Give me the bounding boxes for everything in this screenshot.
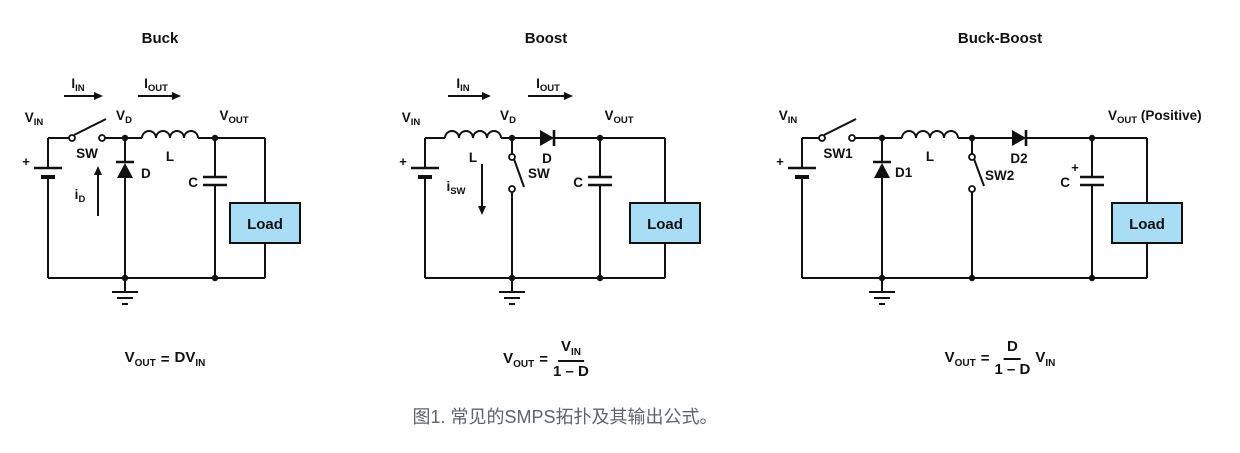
boost-circuit-diagram: + Load <box>399 76 701 305</box>
capacitor-plus-label: + <box>1071 160 1079 175</box>
boost-formula: VOUT = VIN 1 – D <box>503 338 589 381</box>
buckboost-formula-lhs: VOUT <box>944 348 976 369</box>
boost-formula-lhs: VOUT <box>503 349 535 370</box>
label-d1: D1 <box>895 165 913 180</box>
ground-symbol <box>499 278 525 305</box>
label-isw: iSW <box>446 179 465 197</box>
label-iin: IIN <box>71 76 84 94</box>
label-c: C <box>573 175 583 190</box>
junction-dots <box>878 134 1096 282</box>
junction-dots <box>121 134 219 282</box>
label-c: C <box>1060 175 1070 190</box>
current-arrow-iout <box>138 92 181 100</box>
buckboost-title: Buck-Boost <box>957 30 1043 47</box>
current-arrow-iin <box>64 92 103 100</box>
switch-sw <box>508 138 525 278</box>
current-arrow-iout <box>528 92 573 100</box>
label-vout: VOUT <box>604 108 633 126</box>
label-vd: VD <box>500 108 516 126</box>
label-sw1: SW1 <box>823 146 853 161</box>
switch-sw2 <box>968 138 985 278</box>
equals-sign: = <box>160 350 170 368</box>
label-vd: VD <box>116 108 132 126</box>
buck-circuit-diagram: + Load <box>22 76 301 305</box>
capacitor-c <box>588 138 612 278</box>
label-d: D <box>141 166 151 181</box>
inductor-l <box>901 130 959 139</box>
boost-title: Boost <box>524 30 568 47</box>
label-vin: VIN <box>402 110 421 128</box>
buck-formula-rhs: DVIN <box>174 349 206 369</box>
battery-plus-label: + <box>22 154 30 169</box>
buckboost-formula-fraction: D 1 – D <box>994 338 1031 378</box>
battery: + <box>399 138 439 278</box>
diode-d <box>540 130 556 146</box>
diode-d <box>116 138 134 278</box>
label-iin: IIN <box>456 76 469 94</box>
battery: + <box>776 138 816 278</box>
switch-sw <box>68 118 107 142</box>
inductor-l <box>141 130 199 139</box>
label-id: iD <box>75 187 86 205</box>
label-sw2: SW2 <box>985 168 1014 183</box>
buckboost-formula: VOUT = D 1 – D VIN <box>944 338 1056 378</box>
current-arrow-iin <box>448 92 491 100</box>
boost-formula-fraction: VIN 1 – D <box>553 338 589 380</box>
label-vin: VIN <box>25 110 44 128</box>
label-iout: IOUT <box>144 76 168 94</box>
battery-plus-label: + <box>399 154 407 169</box>
buckboost-formula-suffix: VIN <box>1035 348 1056 369</box>
junction-dots <box>508 134 604 282</box>
label-sw: SW <box>76 146 98 161</box>
buck-formula: VOUT = DVIN <box>125 349 206 369</box>
battery-plus-label: + <box>776 154 784 169</box>
label-sw: SW <box>528 166 550 181</box>
label-d: D <box>542 151 552 166</box>
load-box: Load <box>229 138 301 278</box>
figure-caption: 图1. 常见的SMPS拓扑及其输出公式。 <box>412 407 718 427</box>
capacitor-c: + <box>1071 138 1104 278</box>
label-c: C <box>188 175 198 190</box>
buck-title: Buck <box>141 30 179 47</box>
diode-d2 <box>1012 130 1028 146</box>
label-vin: VIN <box>779 108 798 126</box>
label-l: L <box>166 149 174 164</box>
ground-symbol <box>112 278 138 305</box>
load-label: Load <box>647 216 683 233</box>
equals-sign: = <box>539 351 549 369</box>
ground-symbol <box>869 278 895 305</box>
switch-sw1 <box>818 118 857 142</box>
battery: + <box>22 138 62 278</box>
label-d2: D2 <box>1010 151 1027 166</box>
label-vout: VOUT (Positive) <box>1108 108 1202 126</box>
buck-formula-lhs: VOUT <box>124 349 156 369</box>
equals-sign: = <box>980 350 990 367</box>
load-label: Load <box>247 216 283 233</box>
load-box: Load <box>629 138 701 278</box>
label-vout: VOUT <box>219 108 248 126</box>
current-arrow-isw <box>478 164 486 215</box>
load-label: Load <box>1129 216 1165 233</box>
capacitor-c <box>203 138 227 278</box>
label-l: L <box>469 150 477 165</box>
load-box: Load <box>1111 138 1183 278</box>
label-l: L <box>926 149 934 164</box>
current-arrow-id <box>94 166 102 216</box>
buckboost-circuit-diagram: + + <box>776 108 1202 305</box>
inductor-l <box>444 130 502 139</box>
diode-d1 <box>873 138 891 278</box>
label-iout: IOUT <box>536 76 560 94</box>
